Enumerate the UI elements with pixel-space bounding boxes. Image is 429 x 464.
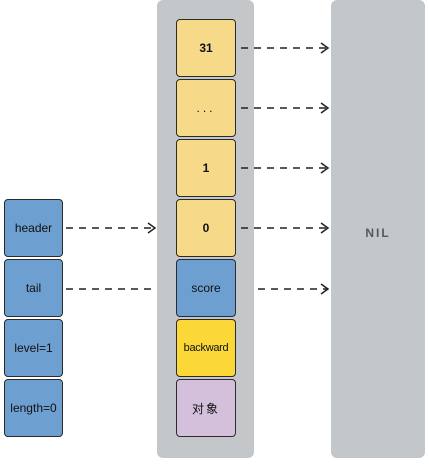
arrow-level-1-to-nil bbox=[241, 162, 330, 174]
arrow-level-0-to-nil bbox=[241, 222, 330, 234]
level-1-box: 1 bbox=[176, 139, 236, 197]
arrow-score-to-nil bbox=[258, 283, 330, 295]
level-count-box: level=1 bbox=[4, 319, 63, 377]
arrow-level-31-to-nil bbox=[241, 42, 330, 54]
nil-panel: NIL bbox=[331, 0, 425, 458]
backward-box: backward bbox=[176, 319, 236, 377]
arrow-level-ellipsis-to-nil bbox=[241, 102, 330, 114]
level-31-box: 31 bbox=[176, 19, 236, 77]
level-ellipsis-box: ... bbox=[176, 79, 236, 137]
length-box: length=0 bbox=[4, 379, 63, 437]
tail-box: tail bbox=[4, 259, 63, 317]
object-box: 对象 bbox=[176, 379, 236, 437]
arrow-header-to-level-0 bbox=[66, 222, 157, 234]
nil-label: NIL bbox=[365, 226, 391, 240]
score-box: score bbox=[176, 259, 236, 317]
level-0-box: 0 bbox=[176, 199, 236, 257]
header-box: header bbox=[4, 199, 63, 257]
